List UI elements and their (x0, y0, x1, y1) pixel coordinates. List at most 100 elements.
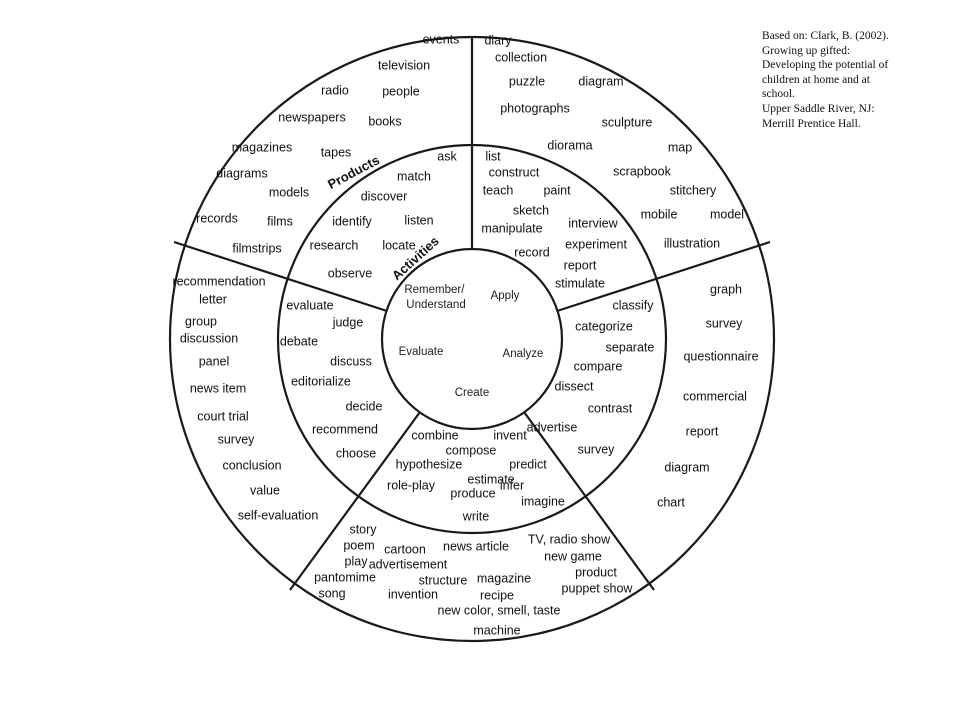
evaluate-activity-label: choose (336, 446, 376, 460)
apply-activity-label: sketch (513, 203, 549, 217)
apply-activity-label: interview (568, 216, 618, 230)
create-product-label: song (318, 586, 345, 600)
remember-activity-label: discover (361, 189, 408, 203)
evaluate-product-label: survey (218, 432, 256, 446)
analyze-activity-label: contrast (588, 401, 633, 415)
create-product-label: advertisement (369, 557, 448, 571)
remember-product-label: models (269, 185, 309, 199)
core-label-evaluate: Evaluate (399, 346, 444, 358)
citation-line: Merrill Prentice Hall. (762, 117, 861, 130)
create-product-label: TV, radio show (528, 532, 611, 546)
analyze-activity-label: compare (574, 359, 623, 373)
evaluate-product-label: news item (190, 381, 246, 395)
core-label-apply: Apply (491, 290, 520, 302)
apply-product-label: illustration (664, 236, 720, 250)
citation-line: school. (762, 88, 795, 101)
apply-product-label: sculpture (602, 115, 653, 129)
create-activity-label: combine (411, 428, 458, 442)
analyze-activity-label: dissect (555, 379, 594, 393)
remember-activity-label: research (310, 238, 359, 252)
apply-product-label: collection (495, 50, 547, 64)
evaluate-product-label: value (250, 483, 280, 497)
apply-activity-label: list (485, 149, 501, 163)
evaluate-product-label: conclusion (222, 458, 281, 472)
apply-product-label: diorama (547, 138, 592, 152)
analyze-activity-label: classify (613, 298, 655, 312)
inner-circle (380, 247, 564, 431)
analyze-product-label: survey (706, 316, 744, 330)
create-product-label: structure (419, 573, 468, 587)
analyze-product-label: chart (657, 495, 685, 509)
create-product-label: product (575, 565, 617, 579)
create-activity-label: predict (509, 457, 547, 471)
evaluate-product-label: recommendation (172, 274, 265, 288)
evaluate-activity-label: decide (346, 399, 383, 413)
apply-product-label: diary (484, 33, 512, 47)
remember-activity-label: identify (332, 214, 372, 228)
create-product-label: story (349, 522, 377, 536)
word-layer: ask match discover identify listen research lo… (172, 32, 758, 637)
core-label-remember-line2: Understand (406, 299, 465, 311)
apply-activity-label: teach (483, 183, 514, 197)
analyze-activity-label: advertise (527, 420, 578, 434)
evaluate-activity-label: judge (332, 315, 364, 329)
create-product-label: cartoon (384, 542, 426, 556)
evaluate-product-label: self-evaluation (238, 508, 319, 522)
create-activity-label: estimate (467, 472, 514, 486)
remember-activity-label: listen (404, 213, 433, 227)
evaluate-product-label: panel (199, 354, 230, 368)
create-activity-label: imagine (521, 494, 565, 508)
apply-activity-label: paint (543, 183, 571, 197)
core-label-create: Create (455, 387, 490, 399)
remember-product-label: newspapers (278, 110, 345, 124)
citation-line: Growing up gifted: (762, 44, 851, 57)
analyze-product-label: questionnaire (683, 349, 758, 363)
spoke-lower-right (523, 411, 655, 591)
apply-product-label: mobile (641, 207, 678, 221)
analyze-product-label: commercial (683, 389, 747, 403)
apply-product-label: stitchery (670, 183, 717, 197)
create-product-label: poem (343, 538, 374, 552)
apply-activity-label: stimulate (555, 276, 605, 290)
create-activity-label: produce (450, 486, 495, 500)
remember-product-label: tapes (321, 145, 352, 159)
apply-product-label: diagram (578, 74, 623, 88)
analyze-product-label: report (686, 424, 719, 438)
remember-product-label: films (267, 214, 293, 228)
remember-product-label: diagrams (216, 166, 267, 180)
analyze-product-label: diagram (664, 460, 709, 474)
create-product-label: invention (388, 587, 438, 601)
remember-product-label: events (423, 32, 460, 46)
evaluate-product-label: letter (199, 292, 227, 306)
remember-product-label: radio (321, 83, 349, 97)
create-product-label: recipe (480, 588, 514, 602)
create-product-label: machine (473, 623, 520, 637)
citation-line: Developing the potential of (762, 59, 889, 72)
remember-product-label: people (382, 84, 420, 98)
analyze-product-label: graph (710, 282, 742, 296)
remember-activity-label: ask (437, 149, 457, 163)
spoke-lower-left (289, 411, 421, 591)
create-activity-label: infer (500, 478, 524, 492)
apply-product-label: scrapbook (613, 164, 671, 178)
evaluate-activity-label: recommend (312, 422, 378, 436)
apply-product-label: photographs (500, 101, 570, 115)
evaluate-product-label: discussion (180, 331, 238, 345)
citation-line: children at home and at (762, 73, 870, 86)
evaluate-activity-label: discuss (330, 354, 372, 368)
core-label-remember: Remember/ Understand (404, 284, 467, 311)
create-activity-label: compose (446, 443, 497, 457)
citation-line: Based on: Clark, B. (2002). (762, 30, 889, 42)
remember-product-label: magazines (232, 140, 292, 154)
remember-activity-label: locate (382, 238, 415, 252)
citation-line: Upper Saddle River, NJ: (762, 102, 875, 115)
remember-product-label: television (378, 58, 430, 72)
remember-activity-label: match (397, 169, 431, 183)
create-product-label: magazine (477, 571, 531, 585)
analyze-activity-label: survey (578, 442, 616, 456)
create-activity-label: hypothesize (396, 457, 463, 471)
create-activity-label: write (462, 509, 489, 523)
core-label-analyze: Analyze (503, 348, 544, 360)
analyze-activity-label: separate (606, 340, 655, 354)
